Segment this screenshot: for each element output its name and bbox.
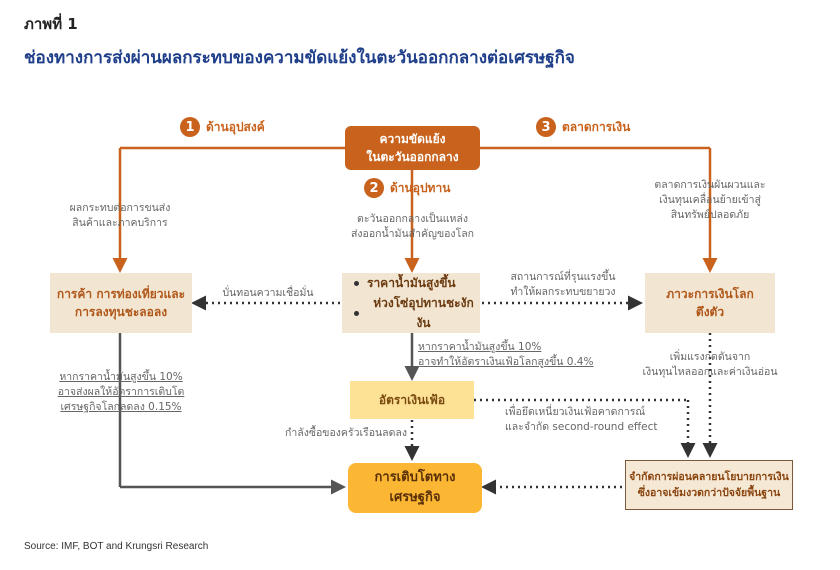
box-line: จำกัดการผ่อนคลายนโยบายการเงิน — [629, 471, 789, 483]
growth-box: การเติบโตทาง เศรษฐกิจ — [348, 463, 482, 513]
escalation-label: สถานการณ์ที่รุนแรงขึ้น ทำให้ผลกระทบขยายว… — [488, 270, 638, 300]
note-line: ผลกระทบต่อการขนส่ง — [69, 202, 171, 214]
box-line: การลงทุนชะลอลง — [74, 305, 168, 319]
note-line: ตลาดการเงินผันผวนและ — [654, 179, 766, 191]
note-line: หากราคาน้ำมันสูงขึ้น 10% — [59, 371, 183, 383]
box-line: ซึ่งอาจเข้มงวดกว่าปัจจัยพื้นฐาน — [637, 487, 781, 499]
note-line: หากราคาน้ำมันสูงขึ้น 10% — [418, 341, 542, 353]
capital-outflow-note: เพิ่มแรงกดดันจาก เงินทุนไหลออกและค่าเงิน… — [635, 350, 785, 380]
bullet-text: ห่วงโซ่อุปทานชะงักงัน — [373, 296, 474, 330]
box-line: การเติบโตทาง — [374, 470, 456, 485]
confidence-label: บั่นทอนความเชื่อมั่น — [222, 287, 314, 299]
note-line: เพิ่มแรงกดดันจาก — [669, 351, 751, 363]
channel-number-badge: 2 — [364, 178, 384, 198]
monetary-policy-box: จำกัดการผ่อนคลายนโยบายการเงิน ซึ่งอาจเข้… — [625, 460, 793, 510]
note-line: ทำให้ผลกระทบขยายวง — [510, 286, 616, 298]
note-line: เงินทุนไหลออกและค่าเงินอ่อน — [642, 366, 778, 378]
box-line: ภาวะการเงินโลก — [666, 287, 754, 301]
bullet-text: ราคาน้ำมันสูงขึ้น — [367, 276, 456, 290]
channel-label: ด้านอุปทาน — [390, 180, 451, 195]
note-line: เพื่อยึดเหนี่ยวเงินเฟ้อคาดการณ์ — [505, 406, 646, 418]
trade-to-growth-arrow — [118, 333, 346, 495]
finance-channel-line — [480, 146, 718, 273]
note-line: อาจส่งผลให้อัตราการเติบโต — [57, 386, 185, 398]
channel-label: ตลาดการเงิน — [562, 119, 631, 134]
oil-inflation-note: หากราคาน้ำมันสูงขึ้น 10% อาจทำให้อัตราเง… — [418, 340, 608, 370]
oil-growth-note: หากราคาน้ำมันสูงขึ้น 10% อาจส่งผลให้อัตร… — [56, 370, 186, 415]
channel-number-badge: 1 — [180, 117, 200, 137]
channel-supply: 2 ด้านอุปทาน — [364, 178, 450, 198]
demand-effect-note: ผลกระทบต่อการขนส่ง สินค้าและภาคบริการ — [60, 201, 180, 231]
supply-effect-note: ตะวันออกกลางเป็นแหล่ง ส่งออกน้ำมันสำคัญข… — [340, 212, 485, 242]
note-line: ส่งออกน้ำมันสำคัญของโลก — [351, 228, 474, 240]
purchasing-power-note: กำลังซื้อของครัวเรือนลดลง — [285, 427, 407, 439]
channel-demand: 1 ด้านอุปสงค์ — [180, 117, 265, 137]
diagram-title: ช่องทางการส่งผ่านผลกระทบของความขัดแย้งใน… — [24, 48, 575, 68]
bullet-icon — [354, 310, 359, 316]
demand-channel-line — [112, 146, 345, 273]
note-line: สถานการณ์ที่รุนแรงขึ้น — [510, 271, 616, 283]
channel-label: ด้านอุปสงค์ — [206, 119, 265, 134]
note-line: เศรษฐกิจโลกลดลง 0.15% — [60, 401, 182, 413]
source-note: Source: IMF, BOT and Krungsri Research — [24, 541, 209, 552]
conflict-line-1: ความขัดแย้ง — [379, 132, 446, 146]
second-round-note: เพื่อยึดเหนี่ยวเงินเฟ้อคาดการณ์ และจำกัด… — [505, 405, 660, 435]
note-line: สินทรัพย์ปลอดภัย — [670, 209, 750, 221]
inflation-box: อัตราเงินเฟ้อ — [350, 381, 474, 419]
box-line: ตึงตัว — [695, 305, 725, 319]
box-line: เศรษฐกิจ — [389, 490, 441, 505]
conflict-line-2: ในตะวันออกกลาง — [366, 150, 459, 164]
conflict-box: ความขัดแย้ง ในตะวันออกกลาง — [345, 126, 480, 170]
oil-supply-box: ราคาน้ำมันสูงขึ้น ห่วงโซ่อุปทานชะงักงัน — [342, 273, 480, 333]
bullet-item: ห่วงโซ่อุปทานชะงักงัน — [354, 293, 480, 333]
note-line: ตะวันออกกลางเป็นแหล่ง — [357, 213, 468, 225]
bullet-icon — [354, 280, 359, 286]
trade-investment-box: การค้า การท่องเที่ยวและ การลงทุนชะลอลง — [50, 273, 192, 333]
note-line: อาจทำให้อัตราเงินเฟ้อโลกสูงขึ้น 0.4% — [418, 356, 594, 368]
channel-number-badge: 3 — [536, 117, 556, 137]
box-line: การค้า การท่องเที่ยวและ — [56, 287, 186, 301]
finance-effect-note: ตลาดการเงินผันผวนและ เงินทุนเคลื่อนย้ายเ… — [640, 178, 780, 223]
channel-finance: 3 ตลาดการเงิน — [536, 117, 630, 137]
bullet-item: ราคาน้ำมันสูงขึ้น — [354, 273, 456, 293]
global-finance-box: ภาวะการเงินโลก ตึงตัว — [645, 273, 775, 333]
note-line: สินค้าและภาคบริการ — [72, 217, 168, 229]
figure-label: ภาพที่ 1 — [24, 15, 78, 33]
note-line: และจำกัด second-round effect — [505, 421, 658, 433]
note-line: เงินทุนเคลื่อนย้ายเข้าสู่ — [659, 194, 761, 206]
